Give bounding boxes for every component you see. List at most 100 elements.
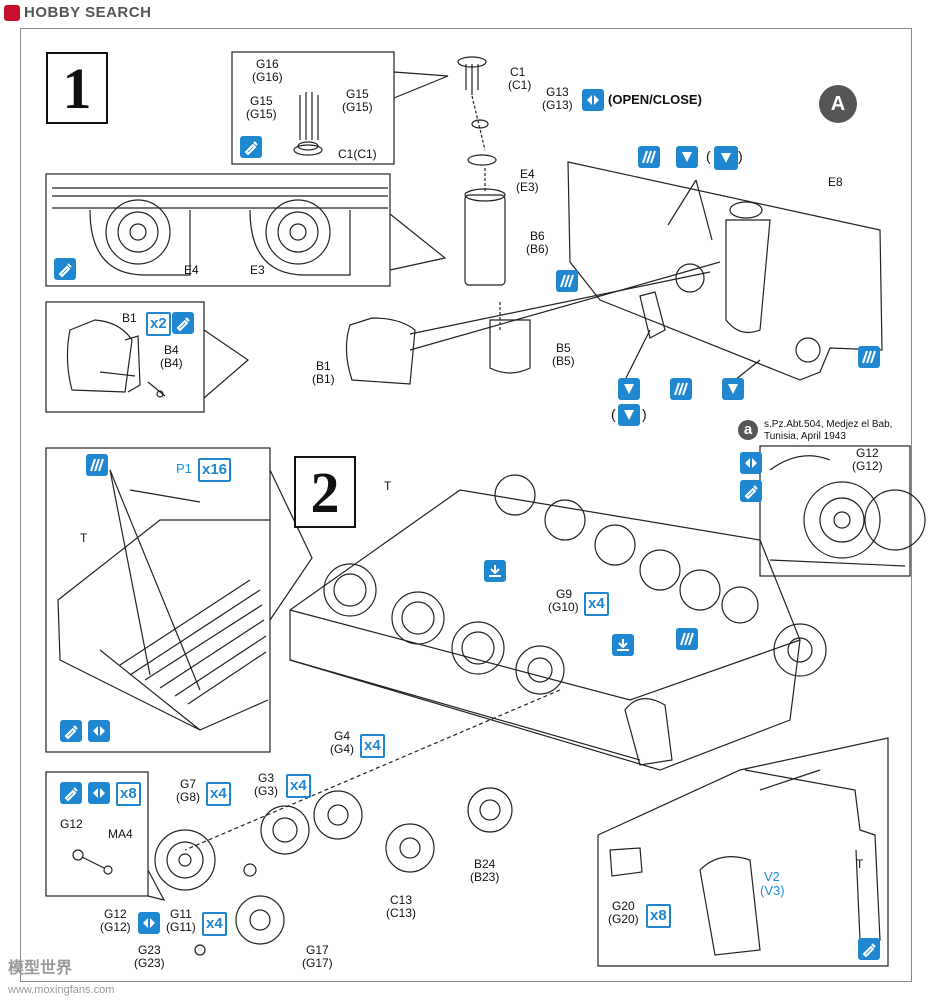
- quantity-x16: x16: [198, 458, 232, 482]
- note-a-line1: s.Pz.Abt.504, Medjez el Bab,: [764, 419, 893, 430]
- label-b1-inset: B1: [122, 311, 137, 325]
- movable-icon: [88, 720, 110, 742]
- label-g3: G3: [258, 771, 275, 785]
- label-g4-alt: (G4): [330, 742, 354, 756]
- sand-surface-icon: [670, 378, 692, 400]
- page-border: [20, 28, 912, 982]
- label-g16-alt: (G16): [252, 70, 283, 84]
- label-b1-alt: (B1): [312, 372, 335, 386]
- label-g12b-alt: (G12): [100, 920, 131, 934]
- label-g9: G9: [556, 587, 573, 601]
- label-g20-alt: (G20): [608, 912, 639, 926]
- glue-icon: [172, 312, 194, 334]
- glue-icon: [858, 938, 880, 960]
- pins-drawing: [293, 92, 323, 156]
- label-b24: B24: [474, 857, 496, 871]
- label-b6-alt: (B6): [526, 242, 549, 256]
- quantity-x4-g9: x4: [584, 592, 609, 616]
- road-wheel-inset-drawing: [52, 187, 388, 276]
- label-t-inset-right: T: [856, 857, 864, 871]
- sand-surface-icon: [86, 454, 108, 476]
- label-b4-alt: (B4): [160, 356, 183, 370]
- quantity-x8-top: x8: [116, 782, 141, 806]
- fill-hole-icon: [612, 634, 634, 656]
- label-g3-alt: (G3): [254, 784, 278, 798]
- quantity-x4-g11: x4: [202, 912, 227, 936]
- label-b5-alt: (B5): [552, 354, 575, 368]
- drill-hole-icon: [714, 146, 738, 170]
- inset-b1-pointer: [203, 329, 249, 399]
- label-t-inset-left: T: [80, 531, 88, 545]
- sand-surface-icon: [676, 628, 698, 650]
- hull-drawing: [289, 474, 827, 771]
- note-a-line2: Tunisia, April 1943: [764, 431, 846, 442]
- movable-icon: [740, 452, 762, 474]
- label-g23-alt: (G23): [134, 956, 165, 970]
- label-g9-alt: (G10): [548, 600, 579, 614]
- label-v2-alt: (V3): [760, 883, 785, 898]
- torsion-bar-drawing: [57, 469, 270, 731]
- bracket-close: ): [738, 148, 743, 164]
- quantity-x4-g7: x4: [206, 782, 231, 806]
- label-g20: G20: [612, 899, 635, 913]
- quantity-x2: x2: [146, 312, 171, 336]
- drill-hole-icon: [676, 146, 698, 168]
- label-b6: B6: [530, 229, 545, 243]
- movable-icon: [138, 912, 160, 934]
- watermark-url: www.moxingfans.com: [8, 984, 115, 996]
- inset-torsion-pointer: [269, 469, 313, 621]
- glue-icon: [740, 480, 762, 502]
- bracket-open: (: [611, 406, 616, 422]
- label-e4: E4: [520, 167, 535, 181]
- label-g12b: G12: [104, 907, 127, 921]
- glue-icon: [240, 136, 262, 158]
- label-g7: G7: [180, 777, 197, 791]
- label-v2: V2: [764, 869, 780, 884]
- label-b4: B4: [164, 343, 179, 357]
- inset-wheels-box: [45, 173, 391, 287]
- movable-icon: [582, 89, 604, 111]
- label-g15a: G15: [250, 94, 273, 108]
- label-g17-alt: (G17): [302, 956, 333, 970]
- inset-b1-box: [45, 301, 205, 413]
- label-g12-callout: G12: [856, 446, 879, 460]
- label-c1-alt: (C1): [508, 78, 532, 92]
- label-g4: G4: [334, 729, 351, 743]
- brand-text: HOBBY SEARCH: [24, 4, 152, 21]
- glue-icon: [54, 258, 76, 280]
- step-2-number: 2: [294, 456, 356, 528]
- logo-badge-icon: [4, 4, 20, 21]
- label-c1: C1: [510, 65, 526, 79]
- label-g15b: G15: [346, 87, 369, 101]
- label-g11-alt: (G11): [166, 920, 196, 934]
- label-p1: P1: [176, 461, 192, 476]
- inset-track-box: [759, 445, 911, 577]
- label-b24-alt: (B23): [470, 870, 500, 884]
- label-c1-inset: C1(C1): [338, 147, 377, 161]
- label-e8: E8: [828, 175, 843, 189]
- watermark-cn: 模型世界: [8, 960, 73, 977]
- movable-icon: [88, 782, 110, 804]
- b1-inset-drawing: [66, 319, 166, 398]
- sand-surface-icon: [556, 270, 578, 292]
- glue-icon: [60, 720, 82, 742]
- label-c13-alt: (C13): [386, 906, 417, 920]
- ma4-drawing: [72, 849, 113, 875]
- running-gear-drawing: [154, 689, 561, 956]
- label-g15a-alt: (G15): [246, 107, 277, 121]
- glue-icon: [60, 782, 82, 804]
- quantity-x8-g20: x8: [646, 904, 671, 928]
- sand-surface-icon: [638, 146, 660, 168]
- label-e4-alt: (E3): [516, 180, 539, 194]
- label-g17: G17: [306, 943, 329, 957]
- label-g12-ma4-inset: G12: [60, 817, 83, 831]
- label-b5: B5: [556, 341, 571, 355]
- callout-a-marker: [819, 85, 857, 123]
- label-g7-alt: (G8): [176, 790, 200, 804]
- bracket-open: (: [706, 148, 711, 164]
- note-a-marker: a: [738, 420, 758, 440]
- label-g13: G13: [546, 85, 569, 99]
- open-close-note: (OPEN/CLOSE): [608, 92, 702, 107]
